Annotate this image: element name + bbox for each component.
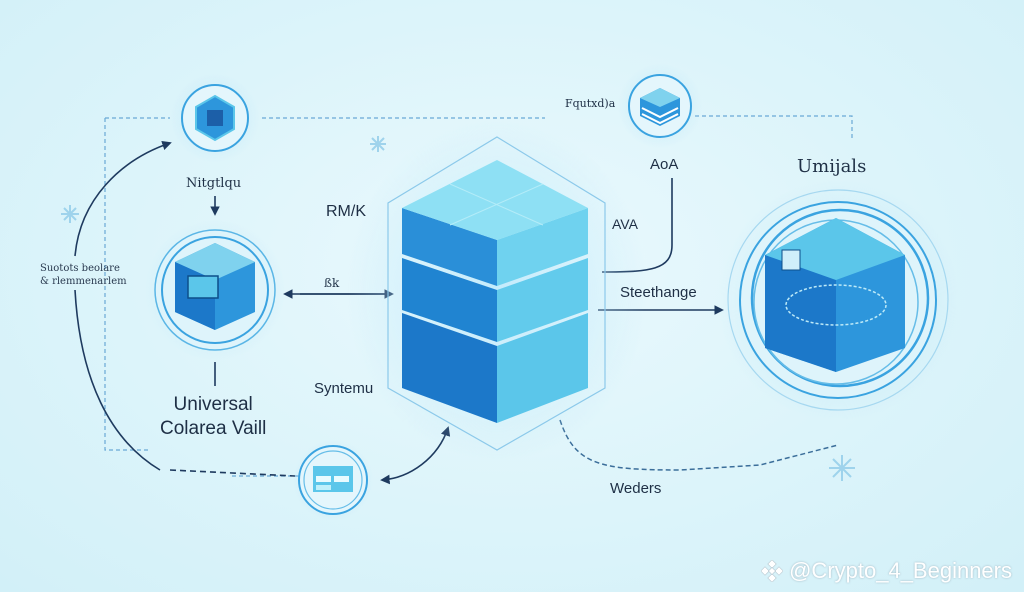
stack-label-left-mid: ßk: [324, 276, 340, 290]
side-note-line2: & rlemmenarlem: [40, 276, 127, 287]
side-note: Suotots beolare & rlemmenarlem: [40, 262, 127, 288]
arc-left-down: [74, 289, 161, 471]
stack-label-left-bottom: Syntemu: [314, 380, 374, 397]
stack-label-right-top: AVA: [612, 216, 638, 232]
left-vault-label-line2: Colarea Vaill: [160, 418, 267, 439]
top-left-node[interactable]: [171, 74, 259, 162]
watermark: @Crypto_4_Beginners: [761, 558, 1012, 584]
side-note-line1: Suotots beolare: [40, 263, 120, 274]
left-vault-label-line1: Universal: [173, 394, 253, 415]
left-vault-label: Universal Colarea Vaill: [160, 393, 266, 441]
snowflake-icon: [61, 136, 855, 481]
top-center-node[interactable]: [618, 64, 702, 148]
right-hub-node[interactable]: [718, 180, 958, 420]
top-center-label-top: Fqutxd)a: [565, 97, 616, 110]
central-stack[interactable]: [347, 120, 647, 460]
dashed-curve-bottom: [559, 419, 839, 471]
diamond-logo-icon: [761, 560, 784, 582]
watermark-text: @Crypto_4_Beginners: [789, 558, 1012, 583]
stack-top-face: [402, 160, 588, 240]
right-hub-connector-label: Steethange: [620, 284, 697, 301]
bottom-node[interactable]: [293, 440, 373, 520]
top-center-label-bottom: AoA: [650, 156, 679, 173]
top-left-node-label: Nitgtlqu: [186, 176, 242, 191]
pool-icon: [785, 284, 887, 326]
arc-left-up: [74, 140, 172, 257]
window-icon: [781, 249, 801, 271]
dashed-frame: [104, 115, 853, 477]
right-hub-label: Umijals: [797, 156, 867, 177]
left-vault-node[interactable]: [145, 220, 285, 360]
vault-door-icon: [187, 275, 219, 299]
bottom-node-label: Weders: [610, 480, 662, 497]
stack-label-left-top: RM/K: [326, 203, 366, 220]
